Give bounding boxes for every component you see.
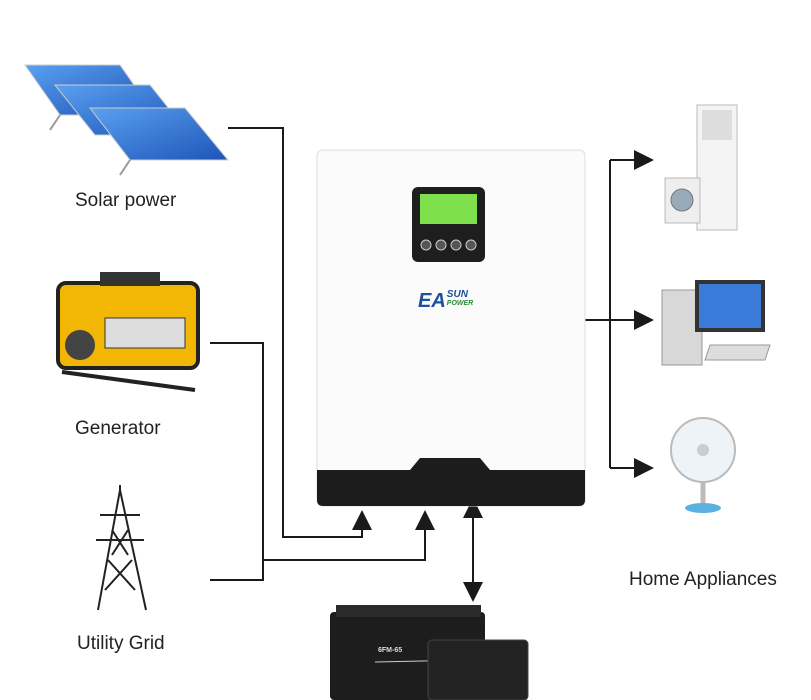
connection-lines <box>210 127 654 602</box>
utility-pylon-icon <box>96 485 147 611</box>
brand-ea: EA <box>418 290 446 312</box>
solar-panel-icon <box>24 64 230 176</box>
computer-icon <box>661 280 771 366</box>
battery-icon <box>330 605 529 700</box>
brand-sun: SUN <box>446 289 468 300</box>
brand-power: POWER <box>446 300 474 307</box>
generator-icon <box>56 272 200 392</box>
grid-line <box>263 510 435 561</box>
generator-label: Generator <box>75 418 161 439</box>
fan-icon <box>670 417 736 513</box>
utility-grid-label: Utility Grid <box>77 633 165 654</box>
inverter-icon <box>316 149 586 507</box>
solar-power-label: Solar power <box>75 190 177 211</box>
generator-line <box>210 342 264 581</box>
air-conditioner-icon <box>664 104 738 231</box>
home-appliances-label: Home Appliances <box>629 569 777 590</box>
solar-line <box>228 127 372 538</box>
battery-model-label: 6FM-65 <box>378 647 403 654</box>
